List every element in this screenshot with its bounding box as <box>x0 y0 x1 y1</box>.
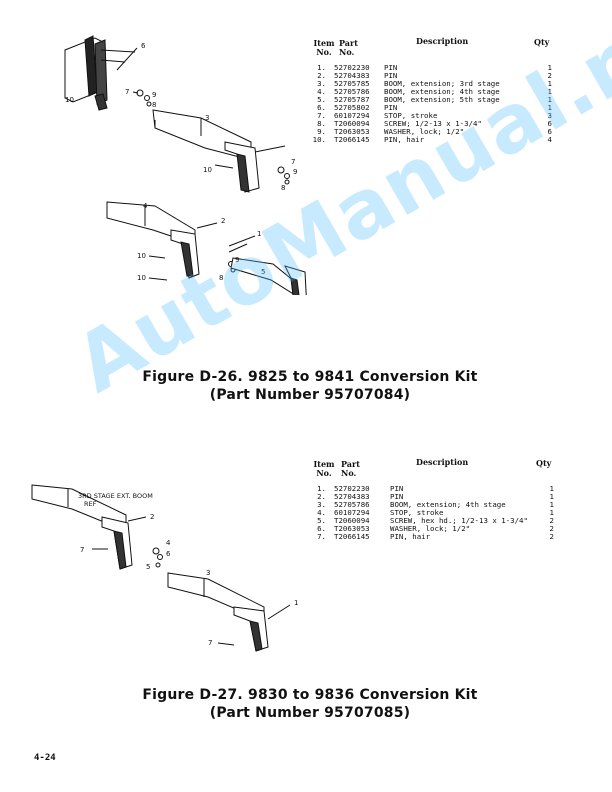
callout-8: 8 <box>152 101 156 109</box>
fig26-header-part: Part No. <box>339 38 358 57</box>
fig27-caption-title: Figure D-27. 9830 to 9836 Conversion Kit <box>142 687 478 703</box>
page-number: 4-24 <box>34 753 56 763</box>
callout-2: 2 <box>150 513 154 521</box>
fig26-header-description: Description <box>416 36 469 46</box>
callout-8c: 8 <box>219 274 223 282</box>
callout-9: 9 <box>152 91 156 99</box>
callout-3: 3 <box>205 114 209 122</box>
callout-7b: 7 <box>291 158 295 166</box>
callout-10d: 10 <box>137 274 146 282</box>
callout-4: 4 <box>166 539 171 547</box>
callout-10b: 10 <box>203 166 212 174</box>
callout-3: 3 <box>206 569 210 577</box>
fig26-header-item: Item No. <box>313 38 335 57</box>
boom-ref-label-2: REF <box>84 500 97 508</box>
callout-6: 6 <box>166 550 171 558</box>
callout-1: 1 <box>294 599 298 607</box>
fig26-caption-title: Figure D-26. 9825 to 9841 Conversion Kit <box>142 369 478 385</box>
callout-7: 7 <box>80 546 84 554</box>
fig26-header-qty: Qty <box>534 37 550 47</box>
callout-8b: 8 <box>281 184 285 192</box>
callout-5: 5 <box>146 563 150 571</box>
fig27-header-part: Part No. <box>341 459 360 478</box>
callout-10: 10 <box>65 96 74 104</box>
callout-9b: 9 <box>293 168 297 176</box>
figure-d26-drawing: 6 7 9 8 10 3 10 9 7 8 4 2 1 10 9 10 8 5 <box>64 35 307 295</box>
callout-1: 1 <box>257 230 261 238</box>
figure-d27-drawing: 3RD STAGE EXT. BOOM REF 2 7 4 6 5 3 1 7 <box>31 484 298 652</box>
boom-ref-label-1: 3RD STAGE EXT. BOOM <box>78 492 153 500</box>
callout-7b: 7 <box>208 639 212 647</box>
fig27-caption-part-number: (Part Number 95707085) <box>209 705 411 721</box>
callout-9c: 9 <box>235 256 239 264</box>
callout-4: 4 <box>143 202 148 210</box>
callout-6: 6 <box>141 42 146 50</box>
callout-10c: 10 <box>137 252 146 260</box>
fig26-caption-part-number: (Part Number 95707084) <box>209 387 411 403</box>
callout-7: 7 <box>125 88 129 96</box>
fig27-header-item: Item No. <box>313 459 335 478</box>
callout-2: 2 <box>221 217 225 225</box>
fig27-header-description: Description <box>416 457 469 467</box>
callout-5: 5 <box>261 268 265 276</box>
fig27-header-qty: Qty <box>536 458 552 468</box>
